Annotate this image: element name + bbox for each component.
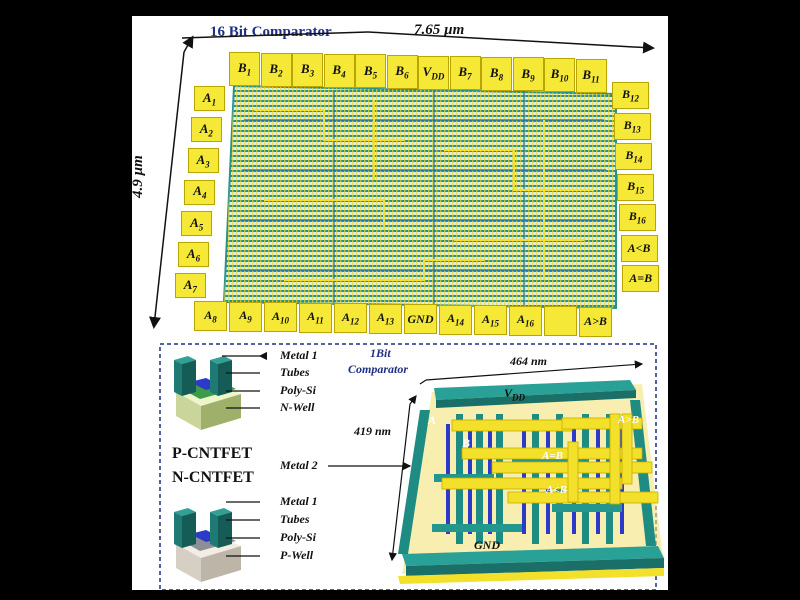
inset-altb-label: A<B xyxy=(546,484,567,496)
n-label-tubes: Tubes xyxy=(280,512,310,526)
right-pad-b14: B14 xyxy=(615,143,653,170)
left-pad-a3: A3 xyxy=(187,148,219,174)
top-pad-b11: B11 xyxy=(575,58,607,93)
metal2-arrow xyxy=(328,461,412,471)
top-pad-b1: B1 xyxy=(229,52,260,86)
top-pad-b7: B7 xyxy=(449,56,481,91)
n-cntfet-leader-lines xyxy=(226,501,260,557)
inset-a-label: A xyxy=(428,413,437,427)
p-label-tubes: Tubes xyxy=(280,365,310,379)
inset-vdd-label: VDD xyxy=(504,386,526,403)
n-label-well: P-Well xyxy=(280,548,314,562)
width-arrow-left xyxy=(181,31,369,39)
left-pad-a5: A5 xyxy=(181,210,213,236)
height-arrow xyxy=(149,51,185,329)
figure-canvas: 16 Bit Comparator 7.65 µm 4.9 µm xyxy=(132,16,668,590)
p-cntfet-title: P-CNTFET xyxy=(172,445,252,462)
inset-width-label: 464 nm xyxy=(510,354,548,368)
inset-title-line2: Comparator xyxy=(348,362,409,376)
top-pad-b8: B8 xyxy=(481,56,512,91)
bottom-pad-a8: A8 xyxy=(194,301,227,331)
one-bit-layout xyxy=(388,360,664,584)
inset-frame xyxy=(159,343,657,590)
top-pad-b6: B6 xyxy=(386,55,418,89)
bottom-pad-a10: A10 xyxy=(264,302,297,332)
top-pad-vdd: VDD xyxy=(418,55,449,90)
top-pad-b9: B9 xyxy=(512,57,544,92)
width-arrow-right xyxy=(367,31,655,54)
inset-height-label: 419 nm xyxy=(354,424,392,438)
n-label-poly: Poly-Si xyxy=(280,530,316,544)
width-dimension-label: 7.65 µm xyxy=(414,22,465,38)
left-pad-a2: A2 xyxy=(190,117,222,143)
bottom-pad-a11: A11 xyxy=(299,302,332,333)
n-cntfet-device xyxy=(174,508,241,582)
bottom-pad-gnd: GND xyxy=(404,304,437,334)
top-pad-b3: B3 xyxy=(292,53,323,88)
n-label-metal1: Metal 1 xyxy=(280,494,318,508)
inset-aeqb-label: A=B xyxy=(542,450,563,462)
bottom-pad-a9: A9 xyxy=(229,301,262,332)
bottom-pad-a16: A16 xyxy=(509,305,542,336)
left-pad-a6: A6 xyxy=(178,242,209,267)
left-pad-a7: A7 xyxy=(174,273,206,299)
right-pad-a-b: A<B xyxy=(620,234,658,262)
top-pad-b10: B10 xyxy=(544,58,575,92)
top-pad-b5: B5 xyxy=(355,54,386,89)
n-cntfet-title: N-CNTFET xyxy=(172,469,254,486)
top-pad-b4: B4 xyxy=(323,53,355,88)
bottom-pad-a12: A12 xyxy=(334,303,367,333)
bottom-pad-a13: A13 xyxy=(369,303,402,334)
right-pad-b12: B12 xyxy=(612,82,649,109)
dimension-arrows xyxy=(149,31,655,329)
right-pad-b13: B13 xyxy=(613,112,651,140)
inset-b-label: B xyxy=(462,436,471,450)
left-pad-a4: A4 xyxy=(184,179,216,205)
p-label-well: N-Well xyxy=(280,400,315,414)
bottom-pad-a14: A14 xyxy=(439,304,472,335)
right-pad-b15: B15 xyxy=(617,173,655,201)
inset-gnd-label: GND xyxy=(474,538,500,552)
bottom-pad-a15: A15 xyxy=(474,305,507,335)
metal2-label: Metal 2 xyxy=(280,458,318,472)
bottom-pad-a-b: A>B xyxy=(579,306,612,337)
inset-agtb-label: A>B xyxy=(618,414,639,426)
left-pad-a1: A1 xyxy=(194,86,225,111)
top-pad-b2: B2 xyxy=(260,52,292,87)
p-label-metal1: Metal 1 xyxy=(280,348,318,362)
comparator-core-layout xyxy=(222,84,617,310)
right-pad-a-b: A=B xyxy=(622,265,660,292)
inset-title-line1: 1Bit xyxy=(370,346,391,360)
right-pad-b16: B16 xyxy=(618,204,656,231)
bottom-pad-blank-10 xyxy=(544,306,577,336)
p-cntfet-device xyxy=(174,356,241,430)
p-label-poly: Poly-Si xyxy=(280,383,316,397)
p-cntfet-leader-lines xyxy=(222,351,268,409)
